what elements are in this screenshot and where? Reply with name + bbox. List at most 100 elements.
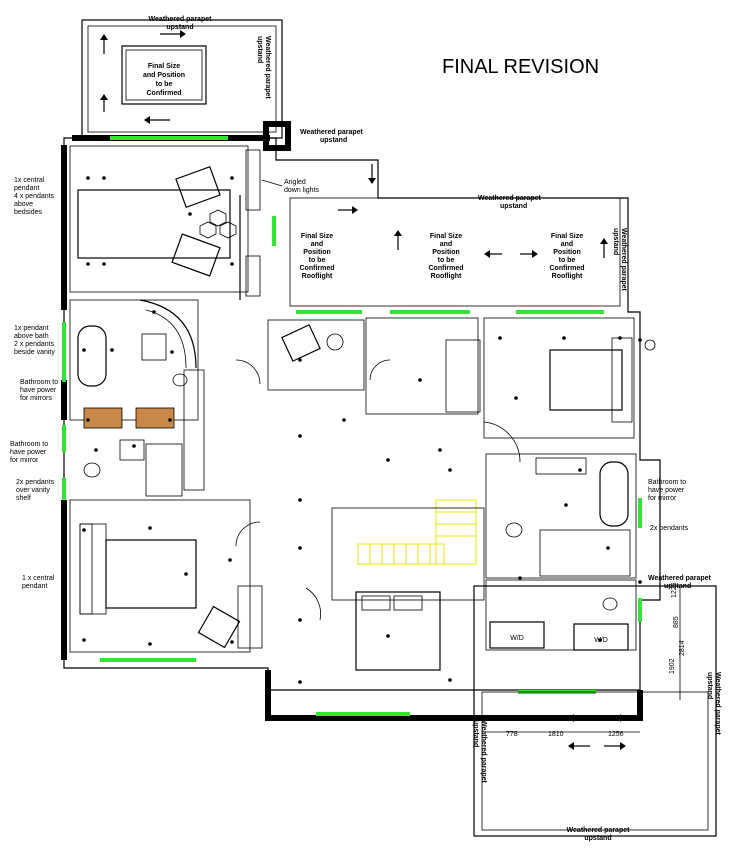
bath-tub [77,325,107,387]
title-text: FINAL REVISION [442,56,599,78]
bedroom-3 [483,317,635,439]
top-arrows [100,30,186,124]
light-point [418,378,422,382]
light-point [170,350,174,354]
dim-1256: 1256 [608,731,624,738]
bathroom-2 [485,453,637,579]
light-point [606,546,610,550]
light-point [184,572,188,576]
light-point [110,348,114,352]
light-point [386,458,390,462]
parapet-side2-label: Weathered parapetupstand [612,228,627,292]
washer-dryer-2 [573,623,629,651]
note-pendants-right: 2x pendants [650,525,689,532]
wd1-label: W/D [510,635,524,642]
bed-2 [105,539,197,609]
light-fixtures [82,176,642,684]
light-point [562,336,566,340]
lower-terrace [473,585,717,837]
dim-1225: 1225 [671,582,678,598]
light-point [148,526,152,530]
bedroom-2 [69,499,251,653]
light-point [448,468,452,472]
light-point [298,358,302,362]
light-point [448,678,452,682]
light-point [148,642,152,646]
light-point [498,336,502,340]
windows [62,136,642,716]
washer-dryer-1 [489,621,545,649]
parapet-lower-side2-label: Weathered parapetupstand [472,720,487,784]
light-point [230,262,234,266]
light-point [518,576,522,580]
flat-roof [289,197,621,307]
light-point [86,262,90,266]
light-point [230,640,234,644]
light-point [102,176,106,180]
staircase [357,499,477,565]
top-terrace-inner [87,25,277,133]
room-centre [365,317,479,415]
light-point [102,262,106,266]
light-point [82,348,86,352]
light-point [94,448,98,452]
light-point [82,638,86,642]
light-point [618,336,622,340]
light-point [342,418,346,422]
light-point [168,418,172,422]
light-point [638,338,642,342]
light-point [564,503,568,507]
roof-arrows [338,164,608,258]
bathroom-1 [69,299,199,421]
bed-4 [355,591,441,671]
light-point [86,176,90,180]
light-point [298,498,302,502]
dim-885: 885 [673,616,680,628]
light-point [230,176,234,180]
bed-3 [549,349,623,411]
top-terrace [81,19,283,139]
vanity-unit-2 [135,407,175,429]
light-point [152,310,156,314]
parapet-side-label: Weathered parapetupstand [256,36,271,100]
bedroom-1 [69,145,249,293]
light-point [132,444,136,448]
light-point [514,396,518,400]
parapet-lower-side-label: Weathered parapetupstand [706,672,721,736]
light-point [298,546,302,550]
light-point [386,634,390,638]
light-point [86,418,90,422]
dim-1902: 1902 [669,658,676,674]
bed-1 [77,189,231,259]
light-point [82,528,86,532]
light-point [228,558,232,562]
dim-778: 778 [506,731,518,738]
dim-1810: 1810 [548,731,564,738]
light-point [638,580,642,584]
light-point [598,638,602,642]
light-point [188,212,192,216]
light-point [298,434,302,438]
light-point [298,680,302,684]
vanity-unit-1 [83,407,123,429]
light-point [298,618,302,622]
light-point [578,468,582,472]
top-rooflight-box [121,45,207,105]
